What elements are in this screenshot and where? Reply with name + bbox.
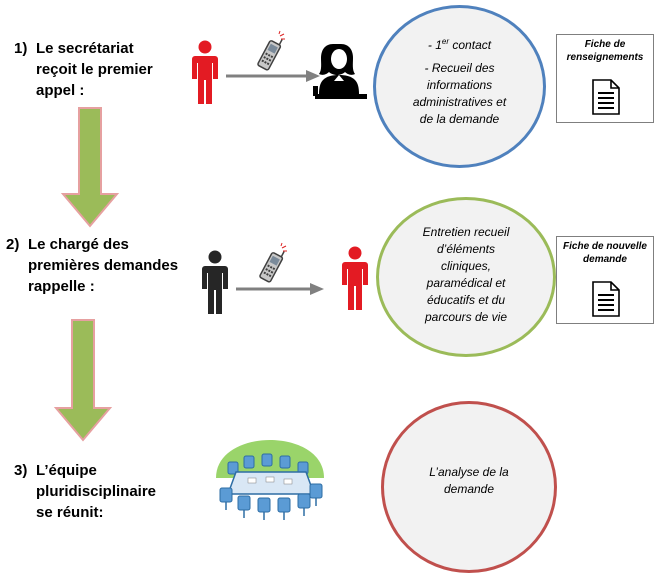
circle-line: de la demande xyxy=(419,112,500,126)
circle-line: Entretien recueil xyxy=(422,225,510,239)
circle-line: parcours de vie xyxy=(424,310,508,324)
flow-arrow-down-2 xyxy=(53,319,113,442)
circle-line: - 1er contact xyxy=(427,37,492,52)
step-text-line: Le secrétariat xyxy=(36,40,134,57)
flow-arrow-down-1 xyxy=(60,107,120,228)
step-text-line: rappelle : xyxy=(28,278,95,295)
fiche-title: Fiche de renseignements xyxy=(566,39,644,63)
circle-line: L’analyse de la xyxy=(429,465,509,479)
step-text-line: appel : xyxy=(36,82,85,99)
secretary-icon xyxy=(313,44,367,99)
document-icon xyxy=(592,281,620,317)
step-text-line: se réunit: xyxy=(36,504,104,521)
step-text-line: reçoit le premier xyxy=(36,61,153,78)
step-1-circle: - 1er contact - Recueil des informations… xyxy=(373,5,546,168)
person-icon xyxy=(202,250,228,314)
step-3-circle: L’analyse de la demande xyxy=(381,401,557,573)
person-icon xyxy=(342,246,368,310)
circle-line: informations xyxy=(426,78,493,92)
circle-line: éducatifs et du xyxy=(426,293,506,307)
person-icon xyxy=(192,40,218,104)
step-2-circle: Entretien recueil d’éléments cliniques, … xyxy=(376,197,556,357)
step-text-line: L’équipe xyxy=(36,462,97,479)
step-number: 2) xyxy=(6,236,20,253)
meeting-room-icon xyxy=(216,440,324,520)
step-number: 1) xyxy=(14,40,28,57)
circle-line: - Recueil des xyxy=(424,61,495,75)
circle-line: demande xyxy=(443,482,495,496)
step-text-line: premières demandes xyxy=(28,257,179,274)
circle-line: cliniques, xyxy=(440,259,492,273)
step-2-label: 2) Le chargé des premières demandes rapp… xyxy=(6,234,196,297)
connector-arrow-2 xyxy=(236,283,324,295)
fiche-renseignements: Fiche de renseignements xyxy=(556,34,654,123)
fiche-nouvelle-demande: Fiche de nouvelle demande xyxy=(556,236,654,324)
mobile-phone-icon xyxy=(259,242,287,283)
circle-line: d’éléments xyxy=(436,242,496,256)
document-icon xyxy=(592,79,620,115)
mobile-phone-icon xyxy=(257,30,285,71)
fiche-title: Fiche de nouvelle demande xyxy=(563,241,647,265)
circle-line: administratives et xyxy=(412,95,507,109)
step-text-line: pluridisciplinaire xyxy=(36,483,157,500)
step-text-line: Le chargé des xyxy=(28,236,129,253)
circle-line: paramédical et xyxy=(426,276,506,290)
step-3-label: 3) L’équipe pluridisciplinaire se réunit… xyxy=(14,460,184,523)
step-number: 3) xyxy=(14,462,28,479)
connector-arrow-1 xyxy=(226,70,320,82)
step-1-label: 1) Le secrétariat reçoit le premier appe… xyxy=(14,38,184,101)
